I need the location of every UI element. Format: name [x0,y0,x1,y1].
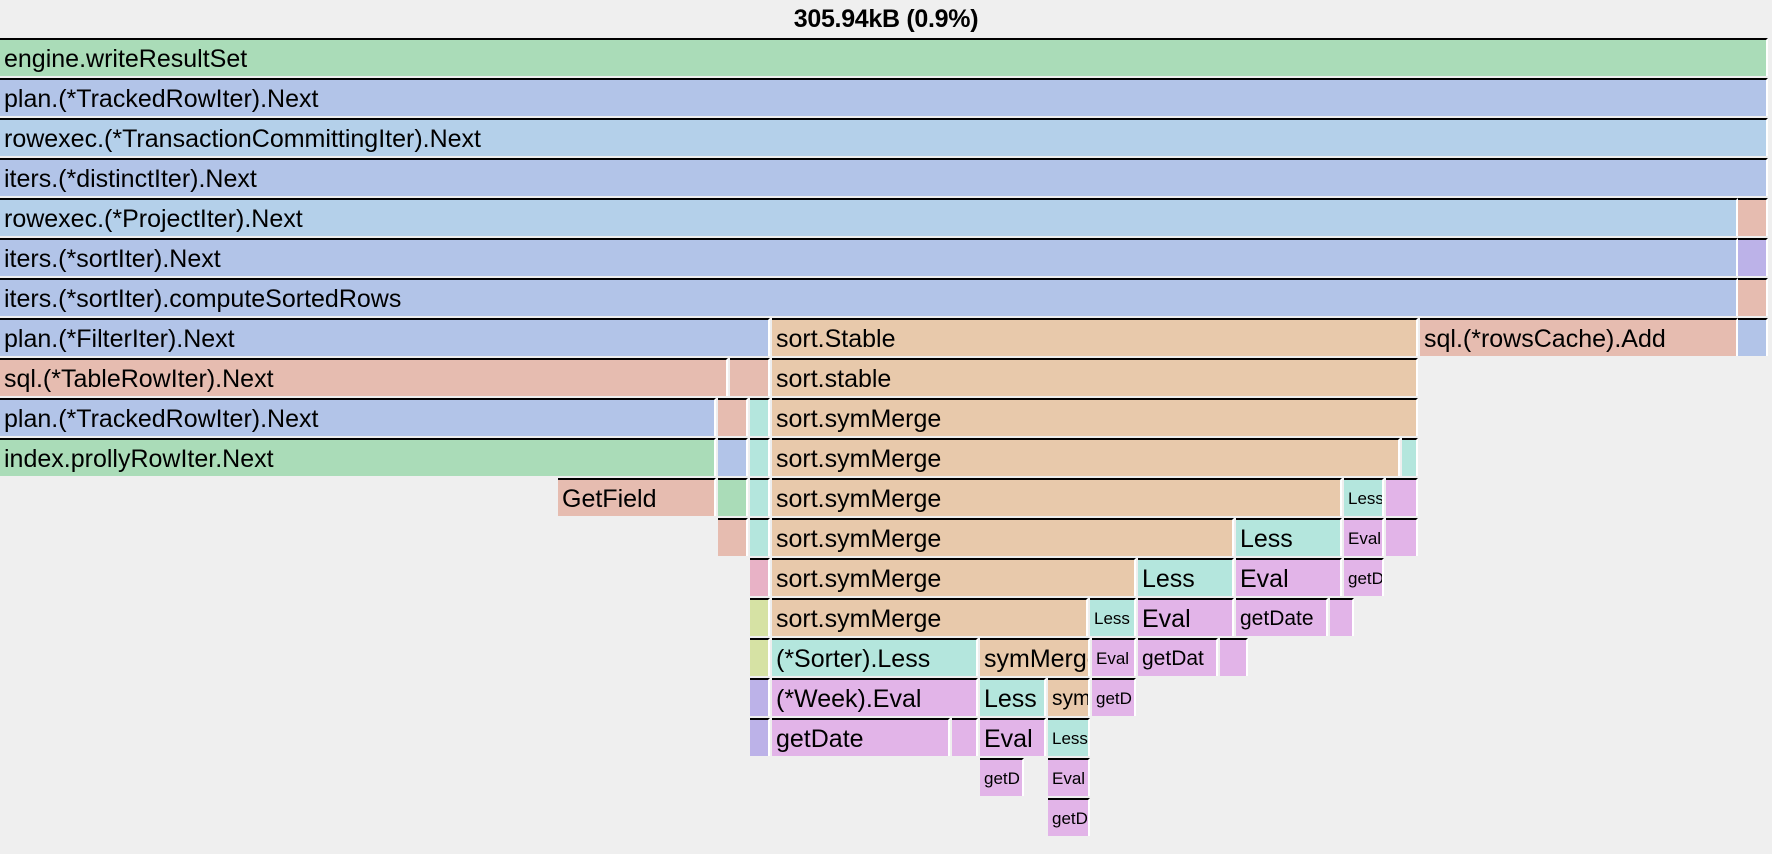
flame-frame-unlabeled[interactable] [1220,638,1248,676]
flame-frame-plan-filteriter-next[interactable]: plan.(*FilterIter).Next [0,318,770,356]
flame-frame-eval[interactable]: Eval [1236,558,1342,596]
flame-frame-week-eval[interactable]: (*Week).Eval [772,678,978,716]
flame-frame-less[interactable]: Less [1236,518,1342,556]
flame-frame-unlabeled[interactable] [718,478,748,516]
flame-frame-unlabeled[interactable] [750,478,770,516]
flame-frame-unlabeled[interactable] [1738,278,1768,316]
flame-frame-unlabeled[interactable] [952,718,978,756]
page-title: 305.94kB (0.9%) [793,5,979,33]
flame-frame-unlabeled[interactable] [750,518,770,556]
flame-frame-sort-stable[interactable]: sort.Stable [772,318,1418,356]
flame-frame-getfield[interactable]: GetField [558,478,716,516]
flame-frame-plan-trackedrowiter-next[interactable]: plan.(*TrackedRowIter).Next [0,78,1768,116]
flame-frame-unlabeled[interactable] [750,638,770,676]
flame-frame-getdate[interactable]: getDate [1236,598,1328,636]
flame-frame-less[interactable]: Less [1344,478,1384,516]
flame-frame-unlabeled[interactable] [1738,198,1768,236]
flame-frame-getd[interactable]: getD [980,758,1024,796]
flame-frame-sort-symmerge[interactable]: sort.symMerge [772,518,1234,556]
flame-frame-unlabeled[interactable] [1738,238,1768,276]
flame-frame-symmerge[interactable]: symMerge [980,638,1090,676]
flame-frame-less[interactable]: Less [1090,598,1136,636]
flame-frame-iters-sortiter-computesortedrows[interactable]: iters.(*sortIter).computeSortedRows [0,278,1738,316]
flame-frame-less[interactable]: Less [980,678,1046,716]
flame-frame-sql-rowscache-add[interactable]: sql.(*rowsCache).Add [1420,318,1738,356]
flame-frame-eval[interactable]: Eval [1344,518,1384,556]
flame-frame-sort-symmerge[interactable]: sort.symMerge [772,598,1088,636]
flame-frame-sorter-less[interactable]: (*Sorter).Less [772,638,978,676]
flame-frame-unlabeled[interactable] [750,558,770,596]
flame-frame-sort-symmerge[interactable]: sort.symMerge [772,398,1418,436]
flame-frame-plan-trackedrowiter-next[interactable]: plan.(*TrackedRowIter).Next [0,398,716,436]
flame-frame-rowexec-projectiter-next[interactable]: rowexec.(*ProjectIter).Next [0,198,1738,236]
flame-frame-eval[interactable]: Eval [980,718,1046,756]
flame-frame-less[interactable]: Less [1048,718,1090,756]
flame-frame-sort-symmerge[interactable]: sort.symMerge [772,558,1136,596]
flame-frame-unlabeled[interactable] [730,358,770,396]
flame-frame-unlabeled[interactable] [718,518,748,556]
flame-frame-iters-distinctiter-next[interactable]: iters.(*distinctIter).Next [0,158,1768,196]
flame-frame-unlabeled[interactable] [718,438,748,476]
flame-frame-getdat[interactable]: getDat [1138,638,1218,676]
flame-frame-unlabeled[interactable] [750,598,770,636]
flame-frame-sql-tablerowiter-next[interactable]: sql.(*TableRowIter).Next [0,358,728,396]
flame-frame-unlabeled[interactable] [1386,518,1418,556]
flame-frame-getd[interactable]: getD [1092,678,1136,716]
flame-frame-rowexec-transactioncommittingiter-next[interactable]: rowexec.(*TransactionCommittingIter).Nex… [0,118,1768,156]
flame-frame-sort-symmerge[interactable]: sort.symMerge [772,478,1342,516]
flame-frame-less[interactable]: Less [1138,558,1234,596]
flame-frame-unlabeled[interactable] [718,398,748,436]
flame-frame-sort-stable[interactable]: sort.stable [772,358,1418,396]
flame-frame-unlabeled[interactable] [750,718,770,756]
flame-frame-unlabeled[interactable] [750,678,770,716]
flame-frame-eval[interactable]: Eval [1138,598,1234,636]
flame-frame-unlabeled[interactable] [1386,478,1418,516]
flame-frame-sym[interactable]: sym [1048,678,1090,716]
flame-frame-unlabeled[interactable] [1402,438,1418,476]
flame-frame-getd[interactable]: getD [1048,798,1090,836]
flame-frame-unlabeled[interactable] [1738,318,1768,356]
flame-frame-unlabeled[interactable] [1330,598,1354,636]
flame-frame-eval[interactable]: Eval [1092,638,1136,676]
flame-frame-iters-sortiter-next[interactable]: iters.(*sortIter).Next [0,238,1738,276]
flame-frame-engine-writeresultset[interactable]: engine.writeResultSet [0,38,1768,76]
flame-frame-getd[interactable]: getD [1344,558,1384,596]
flame-frame-sort-symmerge[interactable]: sort.symMerge [772,438,1400,476]
flame-frame-unlabeled[interactable] [750,438,770,476]
flame-frame-getdate[interactable]: getDate [772,718,950,756]
flame-frame-eval[interactable]: Eval [1048,758,1090,796]
flame-frame-index-prollyrowiter-next[interactable]: index.prollyRowIter.Next [0,438,716,476]
flame-frame-unlabeled[interactable] [750,398,770,436]
